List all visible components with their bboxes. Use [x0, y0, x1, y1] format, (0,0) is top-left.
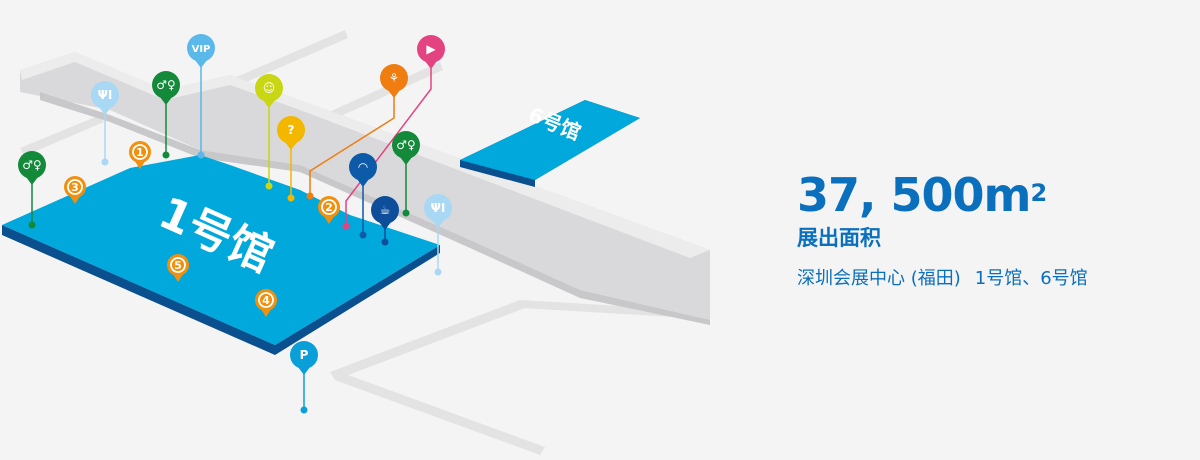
exhibition-building	[20, 52, 710, 325]
pin-head	[91, 81, 119, 109]
restroom-icon: ♂♀	[156, 78, 176, 92]
map-pin-restaurant[interactable]: ΨΙ	[424, 194, 452, 276]
number-1-marker: 1	[136, 146, 144, 159]
number-5-marker: 5	[174, 259, 182, 272]
pin-anchor-dot	[342, 222, 350, 230]
pin-head	[152, 71, 180, 99]
pin-anchor-dot	[306, 192, 314, 200]
play-icon: ▶	[426, 42, 436, 56]
restaurant-icon: ΨΙ	[431, 201, 446, 215]
vip-icon: VIP	[192, 44, 211, 55]
map-pin-restroom[interactable]: ♂♀	[18, 151, 46, 229]
pin-anchor-dot	[265, 182, 273, 190]
venue-info: 37, 500m2 展出面积 深圳会展中心 (福田) 1号馆、6号馆	[797, 170, 1088, 290]
map-pin-meeting[interactable]: ☺	[255, 74, 283, 190]
marker-ring	[258, 292, 274, 308]
pin-anchor-dot	[402, 209, 410, 217]
pin-anchor-dot	[300, 406, 308, 414]
pin-head	[380, 64, 408, 92]
map-pin-number-2[interactable]: 2	[318, 196, 340, 224]
number-2-marker: 2	[325, 201, 333, 214]
pin-anchor-dot	[287, 194, 295, 202]
area-unit-sup: 2	[1030, 179, 1047, 207]
marker-ring	[67, 179, 83, 195]
marker-ring	[170, 257, 186, 273]
pin-anchor-dot	[434, 268, 442, 276]
pin-anchor-dot	[28, 221, 36, 229]
number-4-marker: 4	[262, 294, 270, 307]
number-3-marker: 3	[71, 181, 79, 194]
map-pin-restaurant[interactable]: ΨΙ	[91, 81, 119, 166]
venue-name: 深圳会展中心 (福田)	[797, 268, 961, 289]
map-pin-parking[interactable]: P	[290, 341, 318, 414]
cup-icon: ☕	[380, 203, 391, 217]
map-pin-number-1[interactable]: 1	[129, 141, 151, 169]
pin-anchor-dot	[101, 158, 109, 166]
pin-head	[290, 341, 318, 369]
venue-halls: 1号馆、6号馆	[974, 268, 1088, 289]
pin-head	[18, 151, 46, 179]
venue-line: 深圳会展中心 (福田) 1号馆、6号馆	[797, 264, 1088, 290]
marker-ring	[321, 199, 337, 215]
map-pin-number-5[interactable]: 5	[167, 254, 189, 282]
map-pin-info[interactable]: ?	[277, 116, 305, 202]
pin-anchor-dot	[359, 231, 367, 239]
pin-head	[187, 34, 215, 62]
wifi-icon: ◠	[358, 160, 367, 174]
pin-head	[349, 153, 377, 181]
pin-head	[277, 116, 305, 144]
map-pin-number-3[interactable]: 3	[64, 176, 86, 204]
area-label: 展出面积	[797, 226, 881, 250]
map-pin-restroom[interactable]: ♂♀	[392, 131, 420, 217]
marker-ring	[132, 144, 148, 160]
map-pin-business[interactable]: ⚘	[306, 64, 409, 200]
restroom-icon: ♂♀	[396, 138, 416, 152]
pin-head	[424, 194, 452, 222]
pin-anchor-dot	[197, 151, 205, 159]
pin-anchor-dot	[381, 238, 389, 246]
question-icon: ?	[288, 123, 295, 137]
map-pin-wifi[interactable]: ◠	[349, 153, 377, 239]
map-pin-media[interactable]: ▶	[342, 35, 446, 230]
handshake-icon: ⚘	[389, 71, 400, 85]
exhibition-area: 37, 500m2	[797, 170, 1088, 220]
pin-anchor-dot	[162, 151, 170, 159]
map-pin-vip[interactable]: VIP	[187, 34, 215, 159]
meeting-icon: ☺	[263, 81, 276, 95]
restaurant-icon: ΨΙ	[98, 88, 113, 102]
pin-head	[255, 74, 283, 102]
map-pin-restroom[interactable]: ♂♀	[152, 71, 180, 159]
map-pin-number-4[interactable]: 4	[255, 289, 277, 317]
area-value: 37, 500m	[797, 168, 1031, 222]
pin-head	[392, 131, 420, 159]
pin-head	[417, 35, 445, 63]
parking-icon: P	[300, 348, 309, 362]
pin-head	[371, 196, 399, 224]
restroom-icon: ♂♀	[22, 158, 42, 172]
hall-6[interactable]: 6号馆	[460, 100, 640, 187]
map-pin-cafe[interactable]: ☕	[371, 196, 399, 246]
